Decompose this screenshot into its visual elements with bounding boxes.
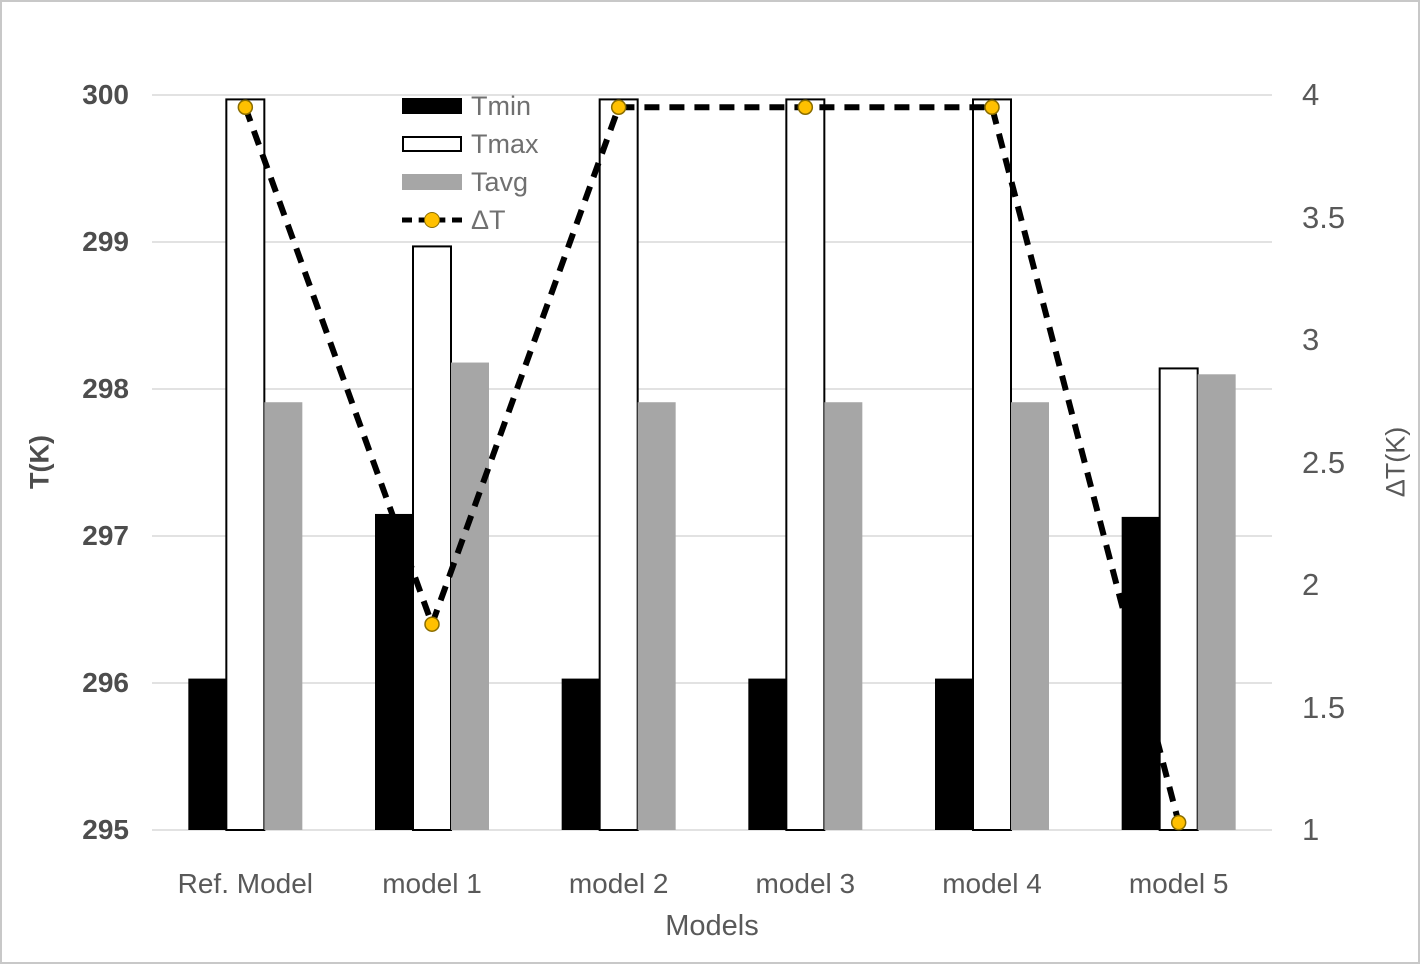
tavg-bar: [1011, 402, 1049, 830]
tmin-bar: [188, 678, 227, 830]
legend-item-δt: ΔT: [402, 201, 539, 239]
x-axis-title: Models: [665, 910, 759, 942]
left-axis-title: T(K): [24, 435, 55, 489]
tmax-bar: [598, 98, 639, 832]
delta-t-marker: [424, 616, 440, 632]
legend-item-tmin: Tmin: [402, 87, 539, 125]
y-right-tick-label: 3.5: [1302, 199, 1346, 235]
legend-label-tmin: Tmin: [471, 90, 531, 121]
legend-label-tavg: Tavg: [471, 166, 529, 197]
category-label: model 3: [755, 868, 856, 899]
tmax-bar: [1158, 367, 1199, 831]
legend-item-tavg: Tavg: [402, 163, 539, 201]
delta-t-marker: [797, 99, 814, 115]
tavg-bar: [264, 402, 303, 830]
tmin-bar: [375, 513, 413, 830]
tmax-bar: [412, 245, 452, 832]
y-right-tick-label: 3: [1302, 322, 1320, 357]
category-label: model 4: [942, 868, 1042, 899]
y-left-tick-label: 299: [82, 226, 129, 257]
legend-swatch-tmin: [402, 98, 462, 114]
legend-swatch-tmax: [402, 136, 462, 152]
delta-t-marker: [1170, 814, 1187, 831]
category-label: model 1: [382, 868, 482, 899]
y-left-tick-label: 298: [82, 373, 129, 404]
y-right-tick-label: 1.5: [1302, 689, 1346, 725]
tmin-bar: [748, 678, 787, 830]
tmin-bar: [561, 678, 600, 830]
legend-swatch-tavg: [402, 174, 462, 190]
legend-marker-dot: [424, 212, 440, 228]
legend-label-δt: ΔT: [471, 204, 506, 235]
y-right-tick-label: 4: [1302, 77, 1320, 112]
tmin-bar: [935, 678, 973, 830]
tmax-bar: [972, 98, 1012, 832]
delta-t-line: [242, 104, 1182, 824]
y-left-tick-label: 300: [82, 79, 129, 110]
y-right-tick-label: 2.5: [1302, 444, 1346, 480]
y-left-tick-label: 297: [82, 520, 129, 551]
y-right-tick-label: 1: [1302, 812, 1320, 847]
y-left-tick-label: 296: [82, 667, 129, 698]
right-axis-title: ΔT(K): [1380, 426, 1411, 498]
legend-swatch-δt: [402, 212, 462, 228]
legend-item-tmax: Tmax: [402, 125, 539, 163]
tmax-bar: [785, 98, 826, 832]
y-left-tick-label: 295: [82, 814, 129, 845]
tavg-bar: [637, 402, 676, 830]
tavg-bar: [1197, 374, 1236, 830]
tavg-bar: [824, 402, 863, 830]
tmax-bar: [225, 98, 266, 832]
category-label: model 2: [568, 868, 669, 899]
legend-label-tmax: Tmax: [471, 128, 539, 159]
category-label: model 5: [1128, 868, 1229, 899]
y-right-tick-label: 2: [1302, 567, 1320, 602]
category-label: Ref. Model: [177, 868, 314, 899]
delta-t-marker: [610, 99, 627, 115]
delta-t-marker: [237, 99, 254, 115]
delta-t-marker: [984, 99, 1000, 115]
tavg-bar: [451, 362, 489, 830]
